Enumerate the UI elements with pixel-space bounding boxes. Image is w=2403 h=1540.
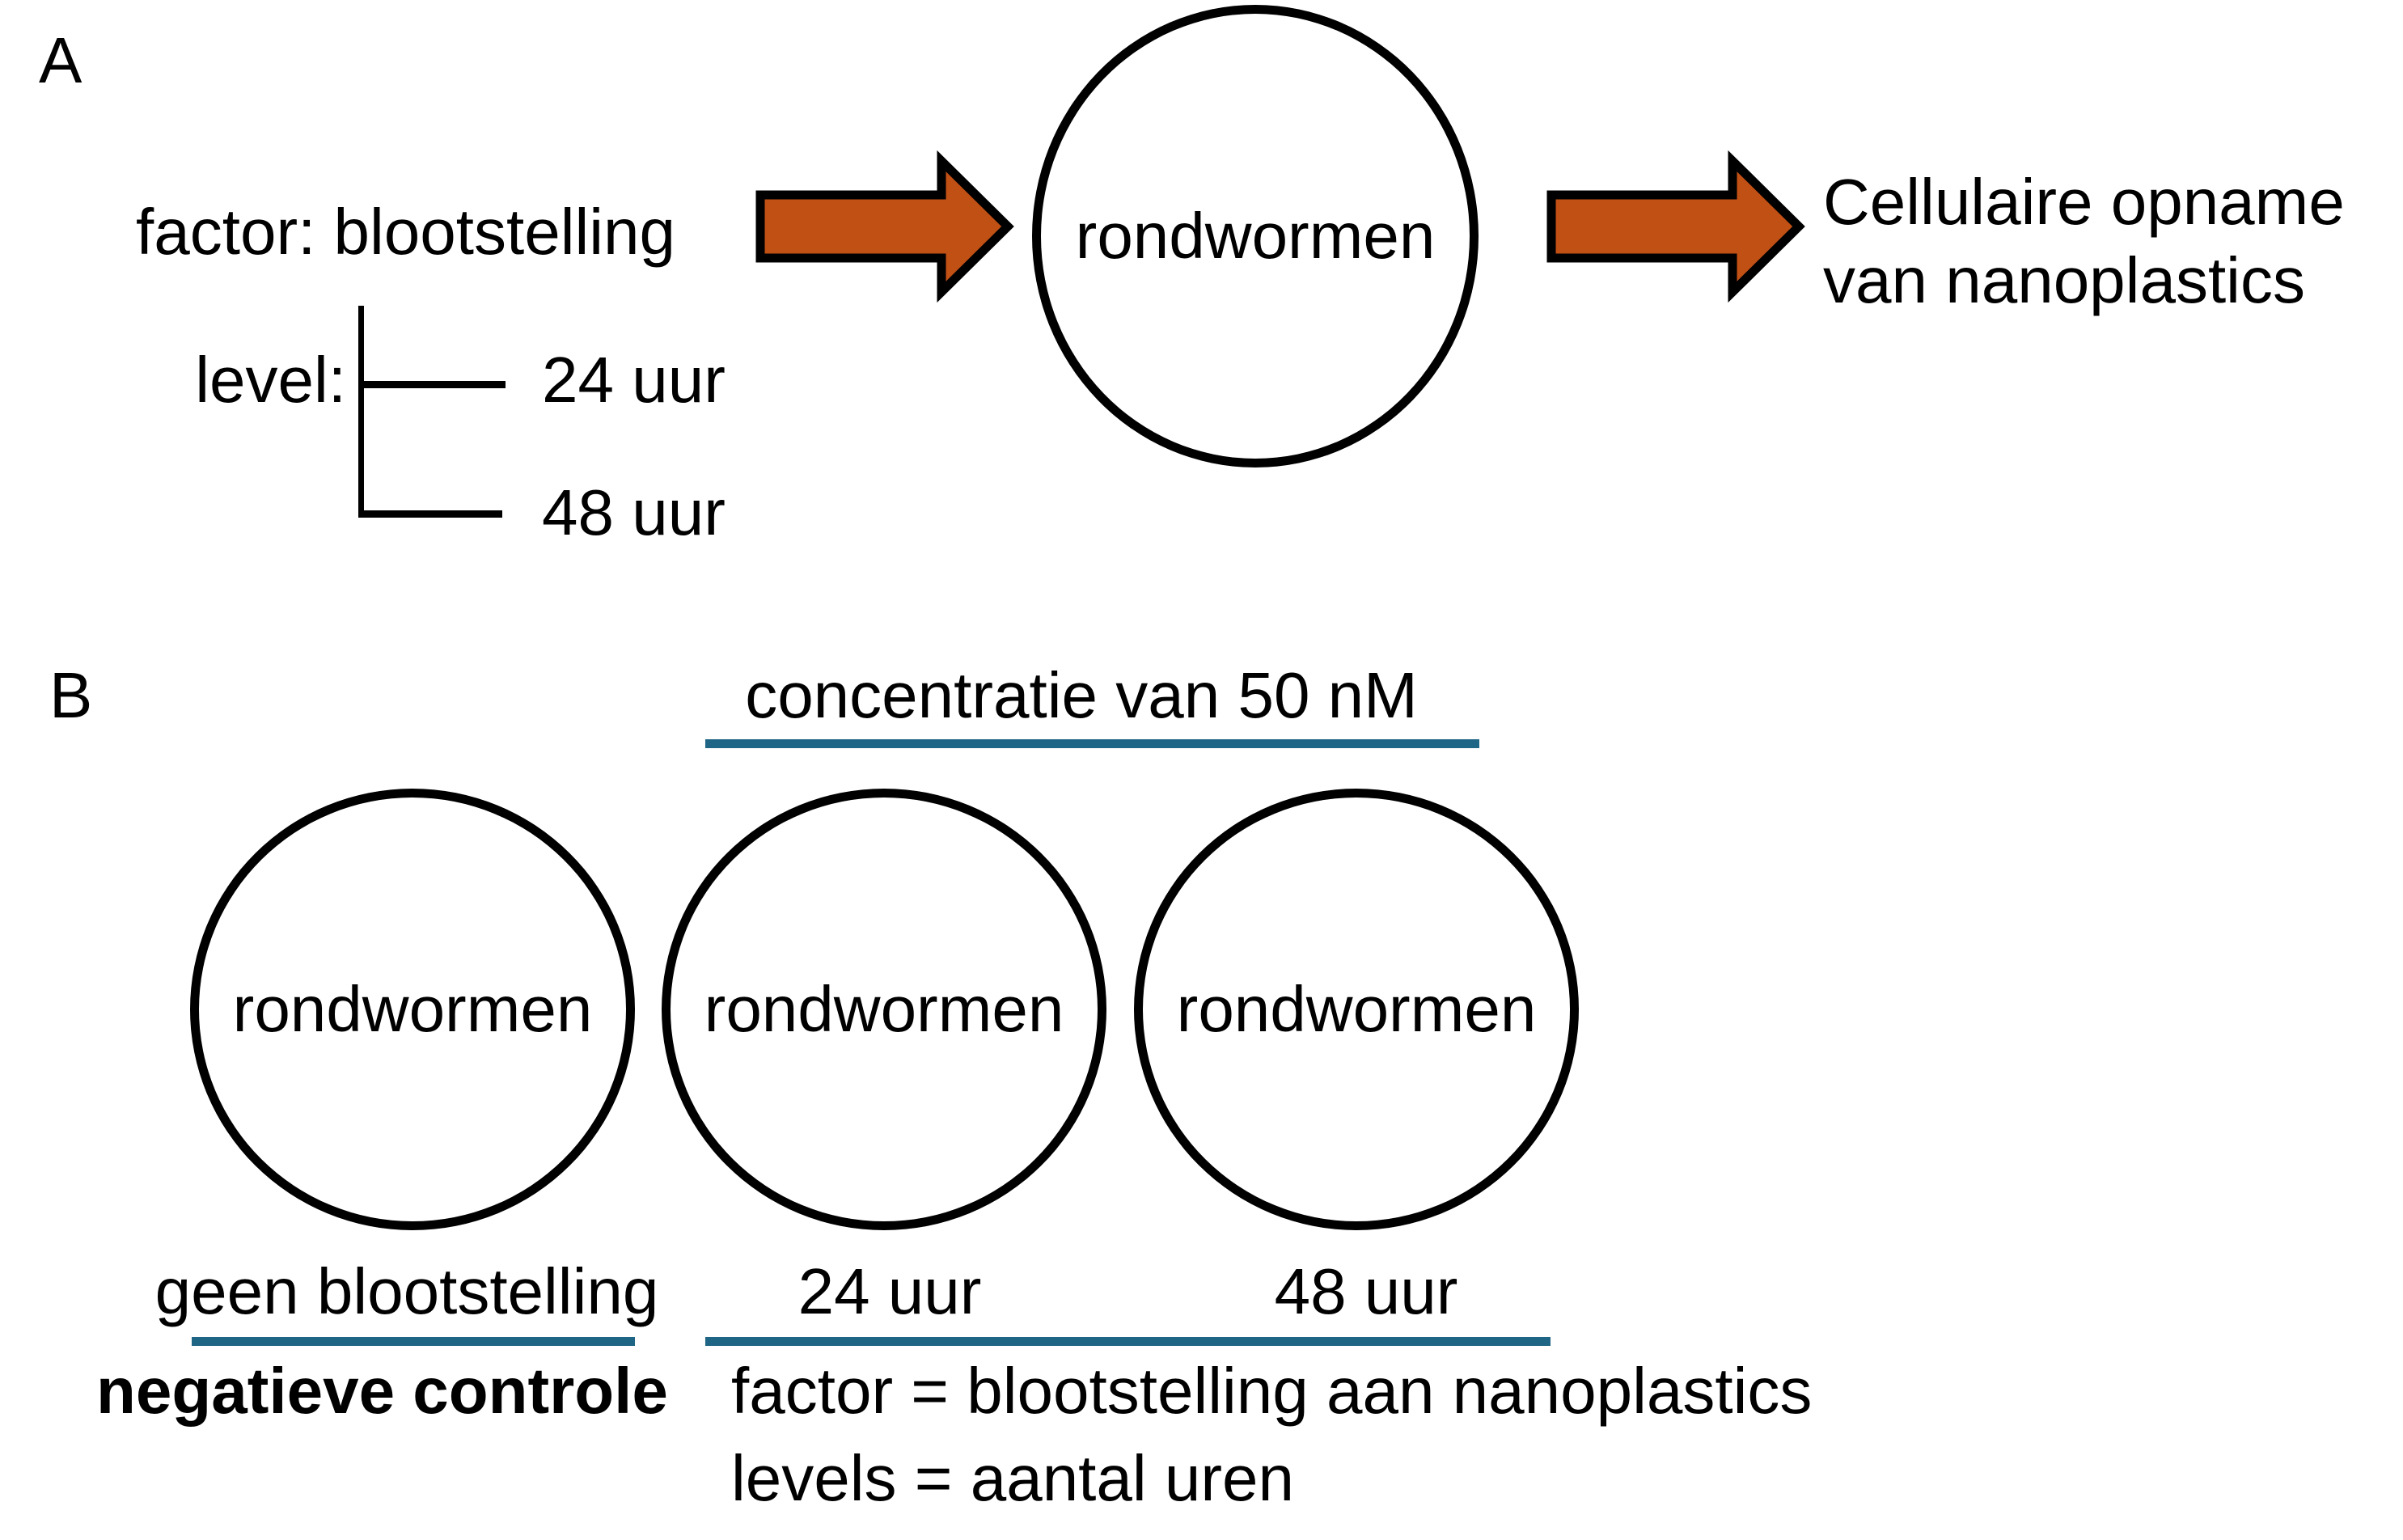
factor-note: factor = blootstelling aan nanoplastics bbox=[731, 1355, 1813, 1427]
factor-line: factor: blootstelling bbox=[136, 196, 676, 268]
negative-control-label: negatieve controle bbox=[96, 1355, 668, 1427]
condition-label-24: 24 uur bbox=[797, 1255, 982, 1327]
subject-circle-a: rondwormen bbox=[1032, 5, 1479, 468]
panel-a-label: A bbox=[39, 24, 82, 96]
arrow-right-icon bbox=[1546, 150, 1805, 303]
level-48-label: 48 uur bbox=[542, 476, 726, 548]
group-circle-48: rondwormen bbox=[1134, 789, 1579, 1230]
subject-label: rondwormen bbox=[1075, 200, 1436, 272]
group-circle-24: rondwormen bbox=[662, 789, 1106, 1230]
group-circle-control: rondwormen bbox=[190, 789, 635, 1230]
tree-branch-48 bbox=[358, 510, 502, 518]
concentration-underline bbox=[705, 739, 1479, 748]
tree-branch-24 bbox=[358, 381, 506, 388]
condition-label-control: geen blootstelling bbox=[154, 1255, 659, 1327]
level-24-label: 24 uur bbox=[542, 344, 726, 416]
panel-b-label: B bbox=[49, 659, 93, 731]
level-label: level: bbox=[195, 344, 346, 416]
arrow-right-shape bbox=[755, 150, 1014, 303]
outcome-line-1: Cellulaire opname bbox=[1823, 166, 2345, 238]
arrow-right-icon bbox=[755, 150, 1014, 303]
levels-note: levels = aantal uren bbox=[731, 1442, 1295, 1514]
subject-label: rondwormen bbox=[232, 973, 593, 1045]
treatment-underline bbox=[705, 1337, 1551, 1346]
tree-vertical-line bbox=[358, 306, 364, 518]
arrow-right-shape bbox=[1546, 150, 1805, 303]
subject-label: rondwormen bbox=[1176, 973, 1537, 1045]
control-underline bbox=[192, 1337, 635, 1346]
outcome-line-2: van nanoplastics bbox=[1823, 243, 2305, 316]
concentration-title: concentratie van 50 nM bbox=[745, 659, 1418, 731]
subject-label: rondwormen bbox=[704, 973, 1064, 1045]
condition-label-48: 48 uur bbox=[1274, 1255, 1458, 1327]
